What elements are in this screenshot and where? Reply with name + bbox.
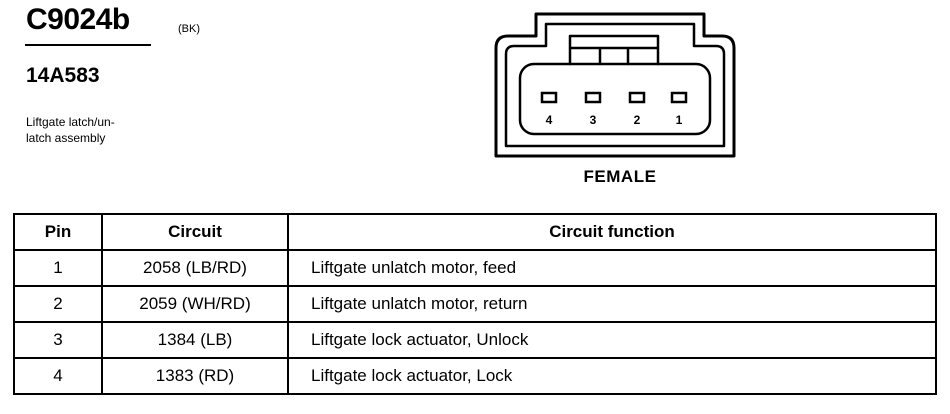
pinout-table: Pin Circuit Circuit function 1 2058 (LB/…	[13, 213, 937, 395]
function-cell: Liftgate unlatch motor, return	[287, 285, 937, 323]
connector-description: Liftgate latch/un- latch assembly	[26, 114, 166, 146]
connector-latch	[568, 34, 660, 66]
pin-cell: 4	[13, 357, 103, 395]
pin-cell: 1	[13, 249, 103, 287]
pin-cell: 2	[13, 285, 103, 323]
connector-inner-shell	[504, 22, 726, 148]
connector-id: C9024b	[26, 3, 130, 36]
table-row: 4 1383 (RD) Liftgate lock actuator, Lock	[13, 357, 937, 395]
connector-outer-shell	[494, 12, 736, 158]
circuit-cell: 2059 (WH/RD)	[101, 285, 289, 323]
pin-cavity-3	[584, 91, 602, 104]
connector-gender-label: FEMALE	[583, 167, 657, 186]
table-row: 3 1384 (LB) Liftgate lock actuator, Unlo…	[13, 321, 937, 359]
connector-face-diagram: 4 3 2 1	[494, 12, 736, 158]
table-header-row: Pin Circuit Circuit function	[13, 213, 937, 251]
pin-label: 4	[546, 113, 553, 127]
function-cell: Liftgate unlatch motor, feed	[287, 249, 937, 287]
column-header-function: Circuit function	[287, 213, 937, 251]
part-number: 14A583	[26, 64, 100, 87]
pin-cavity-4	[540, 91, 558, 104]
pin-cavity-1	[670, 91, 688, 104]
function-cell: Liftgate lock actuator, Lock	[287, 357, 937, 395]
table-row: 1 2058 (LB/RD) Liftgate unlatch motor, f…	[13, 249, 937, 287]
connector-pin-cavity-area	[518, 62, 712, 136]
table-row: 2 2059 (WH/RD) Liftgate unlatch motor, r…	[13, 285, 937, 323]
description-line: latch assembly	[26, 131, 106, 145]
circuit-cell: 1383 (RD)	[101, 357, 289, 395]
connector-color-code: (BK)	[178, 23, 200, 35]
pin-label: 2	[634, 113, 641, 127]
connector-id-underline	[25, 44, 151, 46]
pin-cavity-2	[628, 91, 646, 104]
circuit-cell: 2058 (LB/RD)	[101, 249, 289, 287]
pin-cell: 3	[13, 321, 103, 359]
description-line: Liftgate latch/un-	[26, 115, 115, 129]
pin-label: 1	[676, 113, 683, 127]
column-header-pin: Pin	[13, 213, 103, 251]
column-header-circuit: Circuit	[101, 213, 289, 251]
pin-label: 3	[590, 113, 597, 127]
function-cell: Liftgate lock actuator, Unlock	[287, 321, 937, 359]
circuit-cell: 1384 (LB)	[101, 321, 289, 359]
